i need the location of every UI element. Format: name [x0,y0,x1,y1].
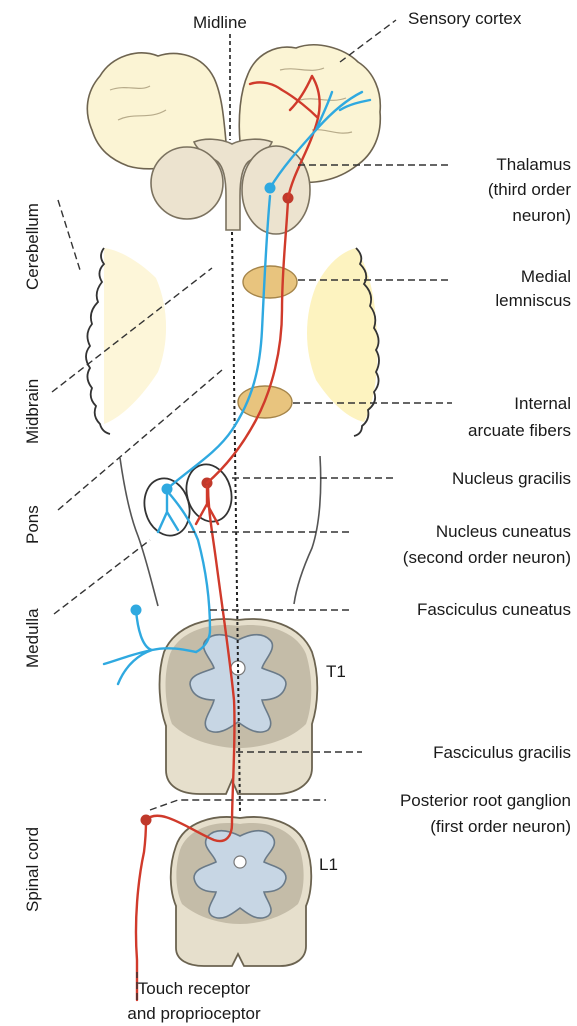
label-nucleus-cuneatus-line2: (second order neuron) [403,548,571,567]
label-t1: T1 [326,662,346,681]
label-thalamus: Thalamus [496,155,571,174]
label-fasciculus-gracilis: Fasciculus gracilis [433,743,571,762]
label-posterior-root-line2: (first order neuron) [430,817,571,836]
label-l1: L1 [319,855,338,874]
blue-ganglion-cell [131,605,142,616]
side-label-spinal-cord: Spinal cord [23,827,42,912]
label-thalamus-line3: neuron) [512,206,571,225]
side-label-pons: Pons [23,505,42,544]
label-internal-arcuate-line2: arcuate fibers [468,421,571,440]
label-touch-receptor: Touch receptor [138,979,251,998]
cerebellum-left-lobe [104,248,166,424]
medial-lemniscus-structure [243,266,297,298]
red-ganglion-cell [141,815,152,826]
leader-posterior-root [150,800,326,810]
brainstem-left-contour [120,458,158,606]
side-label-medulla: Medulla [23,608,42,668]
label-fasciculus-cuneatus: Fasciculus cuneatus [417,600,571,619]
label-medial-lemniscus: Medial [521,267,571,286]
left-thalamus [151,147,223,219]
label-midline: Midline [193,13,247,32]
side-label-midbrain: Midbrain [23,379,42,444]
blue-pathway-second-order [167,196,270,489]
label-nucleus-gracilis: Nucleus gracilis [452,469,571,488]
label-medial-lemniscus-line2: lemniscus [495,291,571,310]
label-internal-arcuate: Internal [514,394,571,413]
red-pathway-second-order [207,200,288,483]
red-nucleus-dendrites [196,486,218,524]
right-thalamus [242,146,310,234]
label-thalamus-line2: (third order [488,180,571,199]
l1-central-canal [234,856,246,868]
label-nucleus-cuneatus: Nucleus cuneatus [436,522,571,541]
label-touch-receptor-line2: and proprioceptor [127,1004,261,1023]
label-sensory-cortex: Sensory cortex [408,9,522,28]
label-posterior-root: Posterior root ganglion [400,791,571,810]
blue-nucleus-dendrites [158,492,178,532]
leader-cerebellum [58,200,80,270]
side-label-cerebellum: Cerebellum [23,203,42,290]
leader-medulla [54,540,150,614]
